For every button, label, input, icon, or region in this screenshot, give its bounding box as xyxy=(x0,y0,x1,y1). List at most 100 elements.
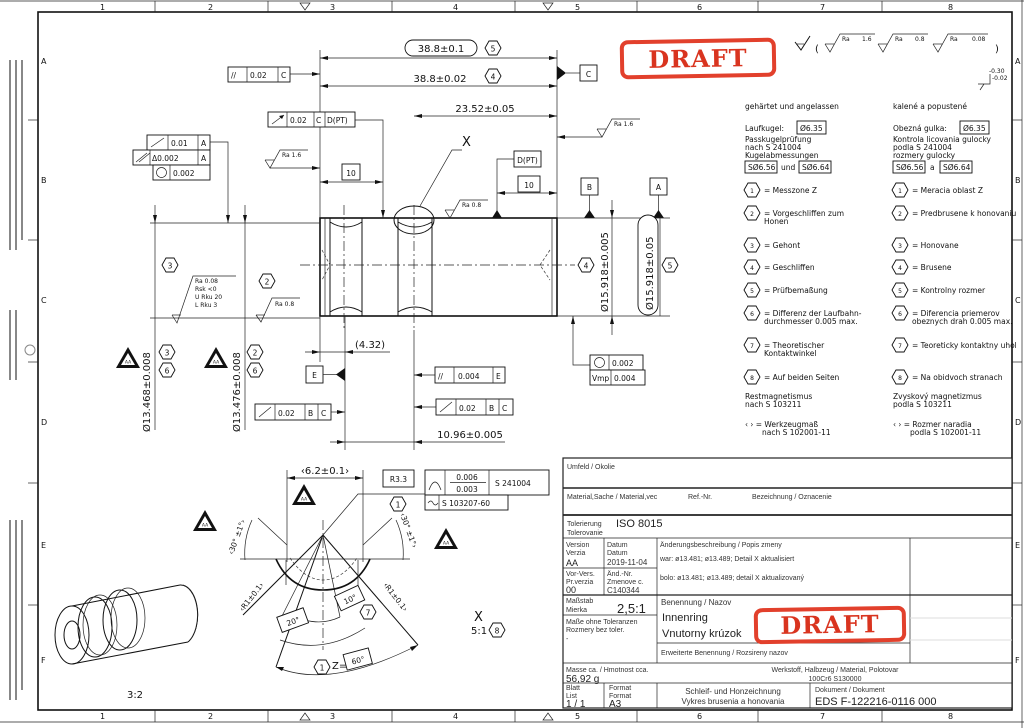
fcf-runout-bc-right: 0.02 B C xyxy=(414,398,514,416)
svg-text:B: B xyxy=(587,183,592,192)
svg-text:DRAFT: DRAFT xyxy=(780,609,880,640)
svg-text:Werkstoff, Halbzeug / Material: Werkstoff, Halbzeug / Material, Polotova… xyxy=(772,667,900,674)
detail-angle-20: 20° xyxy=(285,615,301,628)
svg-text:L Rku 3: L Rku 3 xyxy=(195,302,217,309)
document-number: EDS F-122216-0116 000 xyxy=(815,696,937,708)
svg-text:Änderungsbeschreibung / Popis: Änderungsbeschreibung / Popis zmeny xyxy=(660,541,782,549)
svg-text:Bezeichnung / Oznacenie: Bezeichnung / Oznacenie xyxy=(752,494,832,501)
svg-text:Änd.-Nr.: Änd.-Nr. xyxy=(607,570,633,578)
svg-text:0.01: 0.01 xyxy=(171,139,188,148)
dim-10-left: 10 xyxy=(346,169,356,178)
svg-text:2: 2 xyxy=(898,211,902,218)
svg-text:= Honovane: = Honovane xyxy=(912,241,959,250)
svg-text:gehärtet und angelassen: gehärtet und angelassen xyxy=(745,102,839,111)
dim-diameter-15918-005: Ø15.918±0.005 xyxy=(599,232,611,312)
svg-text:Ra 1.6: Ra 1.6 xyxy=(282,152,301,159)
svg-text:Maßstab: Maßstab xyxy=(566,598,593,605)
svg-text:Ra 0.8: Ra 0.8 xyxy=(462,202,481,209)
detail-width-dim: ‹6.2±0.1› xyxy=(301,466,349,477)
grid-row-label: C xyxy=(1015,296,1021,305)
svg-text:Obezná gulka:: Obezná gulka: xyxy=(893,124,947,133)
svg-text:= Brusene: = Brusene xyxy=(912,263,952,272)
svg-text:0.02: 0.02 xyxy=(459,404,476,413)
svg-text:Ø6.35: Ø6.35 xyxy=(963,124,986,133)
svg-text:E: E xyxy=(312,371,317,380)
svg-text:und: und xyxy=(781,163,796,172)
svg-text:AA: AA xyxy=(213,360,220,366)
svg-text:bolo: ø13.481; ø13.489; detail: bolo: ø13.481; ø13.489; detail X aktuali… xyxy=(660,575,804,582)
roughness-honed: 3 Ra 0.08 Rsk <0 U Rku 20 L Rku 3 xyxy=(161,257,236,324)
svg-text:= Diferencia priemerov: = Diferencia priemerov xyxy=(912,309,1000,318)
roughness-symbol: Ra 0.8 xyxy=(444,199,488,219)
detail-x-marker xyxy=(393,205,435,235)
svg-text:= Messzone Z: = Messzone Z xyxy=(764,186,817,195)
svg-text:4: 4 xyxy=(584,262,589,271)
svg-text:podla S 241004: podla S 241004 xyxy=(893,143,952,152)
grid-row-label: E xyxy=(1015,541,1020,550)
svg-text:0.02: 0.02 xyxy=(290,116,307,125)
svg-text:C: C xyxy=(502,404,507,413)
svg-text:SØ6.56: SØ6.56 xyxy=(748,163,776,172)
svg-text:0.002: 0.002 xyxy=(612,359,634,368)
svg-text:durchmesser 0.005 max.: durchmesser 0.005 max. xyxy=(764,317,858,326)
svg-text:): ) xyxy=(995,44,999,55)
svg-text:0.004: 0.004 xyxy=(458,372,480,381)
aa-critical-icon: AA xyxy=(193,510,217,531)
svg-text:-0.30: -0.30 xyxy=(989,68,1005,75)
svg-text:B: B xyxy=(489,404,494,413)
detail-scale: 5:1 xyxy=(471,626,487,637)
svg-text:7: 7 xyxy=(898,343,902,350)
svg-text:0.08: 0.08 xyxy=(972,36,986,43)
svg-text:AA: AA xyxy=(202,523,209,529)
grid-col-label: 5 xyxy=(575,712,580,721)
svg-text:Dokument / Dokument: Dokument / Dokument xyxy=(815,687,885,694)
dim-diameter-15918-05: Ø15.918±0.05 xyxy=(644,236,656,310)
datum-c: C xyxy=(557,64,598,82)
svg-text:A3: A3 xyxy=(609,699,622,710)
svg-text:= Theoretischer: = Theoretischer xyxy=(764,341,825,350)
svg-text:Pr.verzia: Pr.verzia xyxy=(566,579,593,586)
detail-radius-right: ‹R1±0.1› xyxy=(381,581,409,613)
dim-groove-position: 23.52±0.05 xyxy=(455,104,514,115)
dim-length-check: 38.8±0.1 xyxy=(418,44,465,55)
dim-10-right: 10 xyxy=(524,181,534,190)
svg-text:Ra 0.08: Ra 0.08 xyxy=(195,278,218,285)
aa-critical-icon: AA xyxy=(434,528,458,549)
datum-b: B xyxy=(580,177,599,218)
svg-text:Honen: Honen xyxy=(764,217,789,226)
grid-row-label: B xyxy=(1015,176,1021,185)
svg-text:Tolerierung: Tolerierung xyxy=(567,521,602,528)
svg-text:4: 4 xyxy=(750,265,754,272)
svg-text:8: 8 xyxy=(495,627,500,636)
svg-text:Kontrola licovania gulocky: Kontrola licovania gulocky xyxy=(893,135,992,144)
svg-text:00: 00 xyxy=(566,585,576,595)
svg-text:AA: AA xyxy=(443,541,450,547)
svg-text:5: 5 xyxy=(898,288,902,295)
draft-stamp-bottom: DRAFT xyxy=(753,605,907,645)
dim-groove-distance: 10.96±0.005 xyxy=(437,430,503,441)
svg-text:Erweiterte Benennung / Rozsire: Erweiterte Benennung / Rozsireny nazov xyxy=(661,650,788,657)
grid-col-label: 7 xyxy=(820,712,825,721)
svg-text:5: 5 xyxy=(668,262,673,271)
svg-text:List: List xyxy=(566,693,577,700)
fcf-roundness-vmp: 0.002 Vmp 0.004 xyxy=(571,316,646,386)
roughness-symbol: Ra 1.6 xyxy=(264,149,320,170)
svg-text:1: 1 xyxy=(320,664,325,673)
detail-angle-left: ‹30° ±1°› xyxy=(226,518,247,555)
grid-row-label: E xyxy=(41,541,46,550)
svg-text:D(PT): D(PT) xyxy=(517,156,538,165)
svg-text:kalené a popustené: kalené a popustené xyxy=(893,102,967,111)
svg-text:Ra 0.8: Ra 0.8 xyxy=(275,301,294,308)
grid-row-label: F xyxy=(41,656,46,665)
svg-text:= Prüfbemaßung: = Prüfbemaßung xyxy=(764,286,828,295)
svg-text:2: 2 xyxy=(265,278,270,287)
svg-text:Version: Version xyxy=(566,542,589,549)
svg-text:A: A xyxy=(201,154,207,163)
margin-fine-print xyxy=(9,60,36,700)
svg-text:obeznych drah 0.005 max.: obeznych drah 0.005 max. xyxy=(912,317,1013,326)
svg-text:0.02: 0.02 xyxy=(278,409,295,418)
datum-dpt: D(PT) xyxy=(492,150,542,218)
detail-x-view: ‹6.2±0.1› AA AA AA R3.3 1 0.006 0.003 S … xyxy=(193,466,550,676)
svg-text:Rozmery bez toler.: Rozmery bez toler. xyxy=(566,627,624,634)
svg-text:Vmp: Vmp xyxy=(592,374,609,383)
